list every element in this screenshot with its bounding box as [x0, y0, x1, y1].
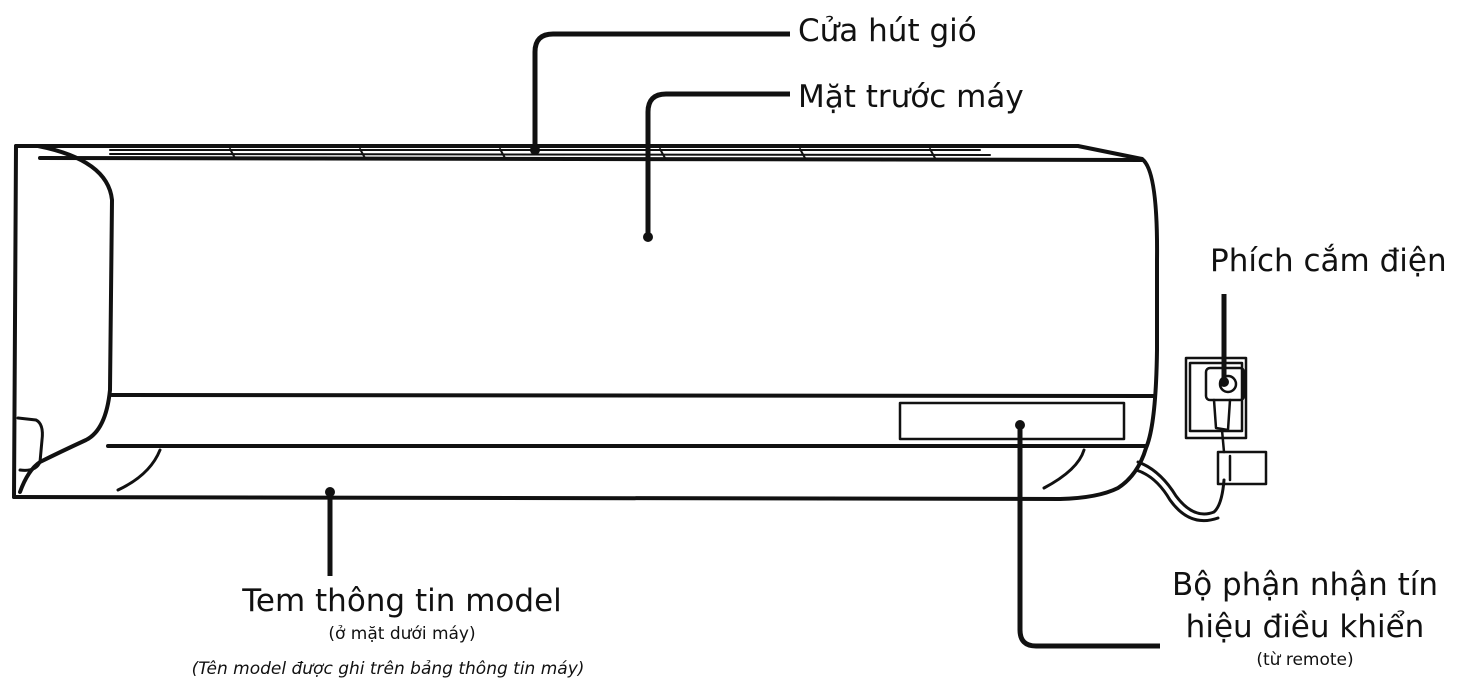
label-model-note: (Tên model được ghi trên bảng thông tin … [191, 659, 585, 679]
label-receiver-line2: hiệu điều khiển [1185, 609, 1425, 645]
wall-socket-icon [1184, 356, 1268, 486]
label-model-title: Tem thông tin model [242, 583, 562, 619]
label-air-inlet: Cửa hút gió [798, 13, 977, 49]
leader-air-inlet [532, 31, 790, 150]
label-model-sub: (ở mặt dưới máy) [328, 624, 476, 644]
receiver-window [898, 401, 1126, 441]
label-receiver-sub: (từ remote) [1256, 650, 1354, 670]
leader-receiver [1017, 425, 1160, 649]
label-front-panel: Mặt trước máy [798, 79, 1024, 115]
label-power-plug: Phích cắm điện [1210, 243, 1447, 279]
power-cord [1134, 460, 1226, 523]
leader-lines [327, 31, 1227, 649]
leader-front-panel [645, 91, 790, 237]
label-receiver-line1: Bộ phận nhận tín [1171, 567, 1439, 603]
leader-dots [325, 145, 1229, 497]
air-inlet-grille [109, 148, 991, 159]
side-vent [16, 416, 44, 472]
indoor-unit-body [12, 144, 1160, 501]
